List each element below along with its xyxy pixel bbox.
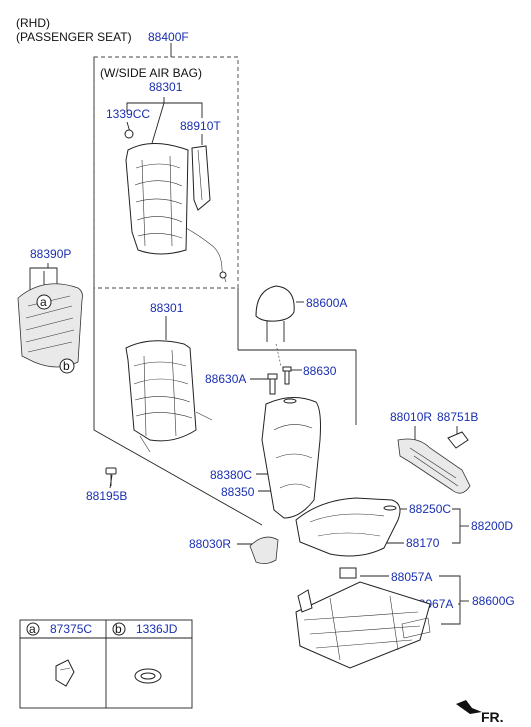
label-88751B: 88751B bbox=[437, 410, 478, 424]
bolt-1339CC-icon bbox=[124, 129, 134, 139]
seat-back-frame bbox=[125, 340, 213, 453]
side-airbag-variant-box bbox=[93, 56, 239, 289]
legend-a-letter: a bbox=[29, 622, 36, 636]
legend-table: a 87375C b 1336JD bbox=[19, 619, 193, 709]
front-direction-arrow bbox=[456, 700, 482, 714]
label-88390P: 88390P bbox=[30, 247, 71, 261]
label-88630: 88630 bbox=[303, 364, 337, 378]
seat-back-cover bbox=[261, 397, 321, 519]
clip-87375C-icon bbox=[55, 659, 75, 687]
label-88301-airbag: 88301 bbox=[149, 80, 183, 94]
label-1339CC: 1339CC bbox=[106, 107, 150, 121]
label-88600G: 88600G bbox=[472, 594, 515, 608]
label-88400F: 88400F bbox=[148, 30, 189, 44]
label-88170: 88170 bbox=[406, 536, 440, 550]
label-88250C: 88250C bbox=[409, 502, 451, 516]
label-88630A: 88630A bbox=[205, 372, 246, 386]
headrest-guide-88630A bbox=[267, 373, 278, 395]
label-88195B: 88195B bbox=[86, 489, 127, 503]
header-passenger-seat: (PASSENGER SEAT) bbox=[16, 30, 132, 44]
legend-a-part: 87375C bbox=[50, 622, 92, 636]
label-side-airbag-variant: (W/SIDE AIR BAG) bbox=[100, 66, 202, 80]
label-88200D: 88200D bbox=[471, 519, 513, 533]
seat-track-assembly bbox=[295, 567, 431, 669]
callout-a-letter: a bbox=[40, 295, 47, 309]
bolt-88195B bbox=[105, 467, 117, 486]
label-88380C: 88380C bbox=[210, 468, 252, 482]
legend-b-part: 1336JD bbox=[136, 622, 178, 636]
leader-lines bbox=[29, 97, 469, 625]
label-88010R: 88010R bbox=[390, 410, 432, 424]
header-rhd: (RHD) bbox=[16, 16, 50, 30]
callout-b-circle bbox=[59, 358, 75, 374]
side-airbag-module bbox=[185, 145, 227, 283]
label-88600A: 88600A bbox=[306, 296, 347, 310]
front-direction-label: FR. bbox=[481, 709, 504, 725]
seat-back-frame-airbag bbox=[124, 129, 189, 255]
legend-b-letter: b bbox=[115, 622, 122, 636]
seat-cushion bbox=[295, 497, 401, 557]
label-88910T: 88910T bbox=[180, 119, 221, 133]
label-88301: 88301 bbox=[150, 301, 184, 315]
headrest bbox=[255, 285, 295, 367]
side-cover bbox=[397, 438, 471, 494]
label-88030R: 88030R bbox=[189, 537, 231, 551]
callout-b-letter: b bbox=[63, 359, 70, 373]
label-88350: 88350 bbox=[221, 485, 255, 499]
label-88057A: 88057A bbox=[391, 570, 432, 584]
grommet-1336JD-icon bbox=[134, 668, 162, 684]
front-cover bbox=[249, 536, 279, 564]
side-cover-knob bbox=[447, 431, 469, 449]
callout-a-circle bbox=[36, 294, 52, 310]
seat-back-board: a b bbox=[17, 283, 83, 374]
bracket-88057A bbox=[339, 567, 357, 579]
headrest-guide-88630 bbox=[282, 366, 292, 385]
